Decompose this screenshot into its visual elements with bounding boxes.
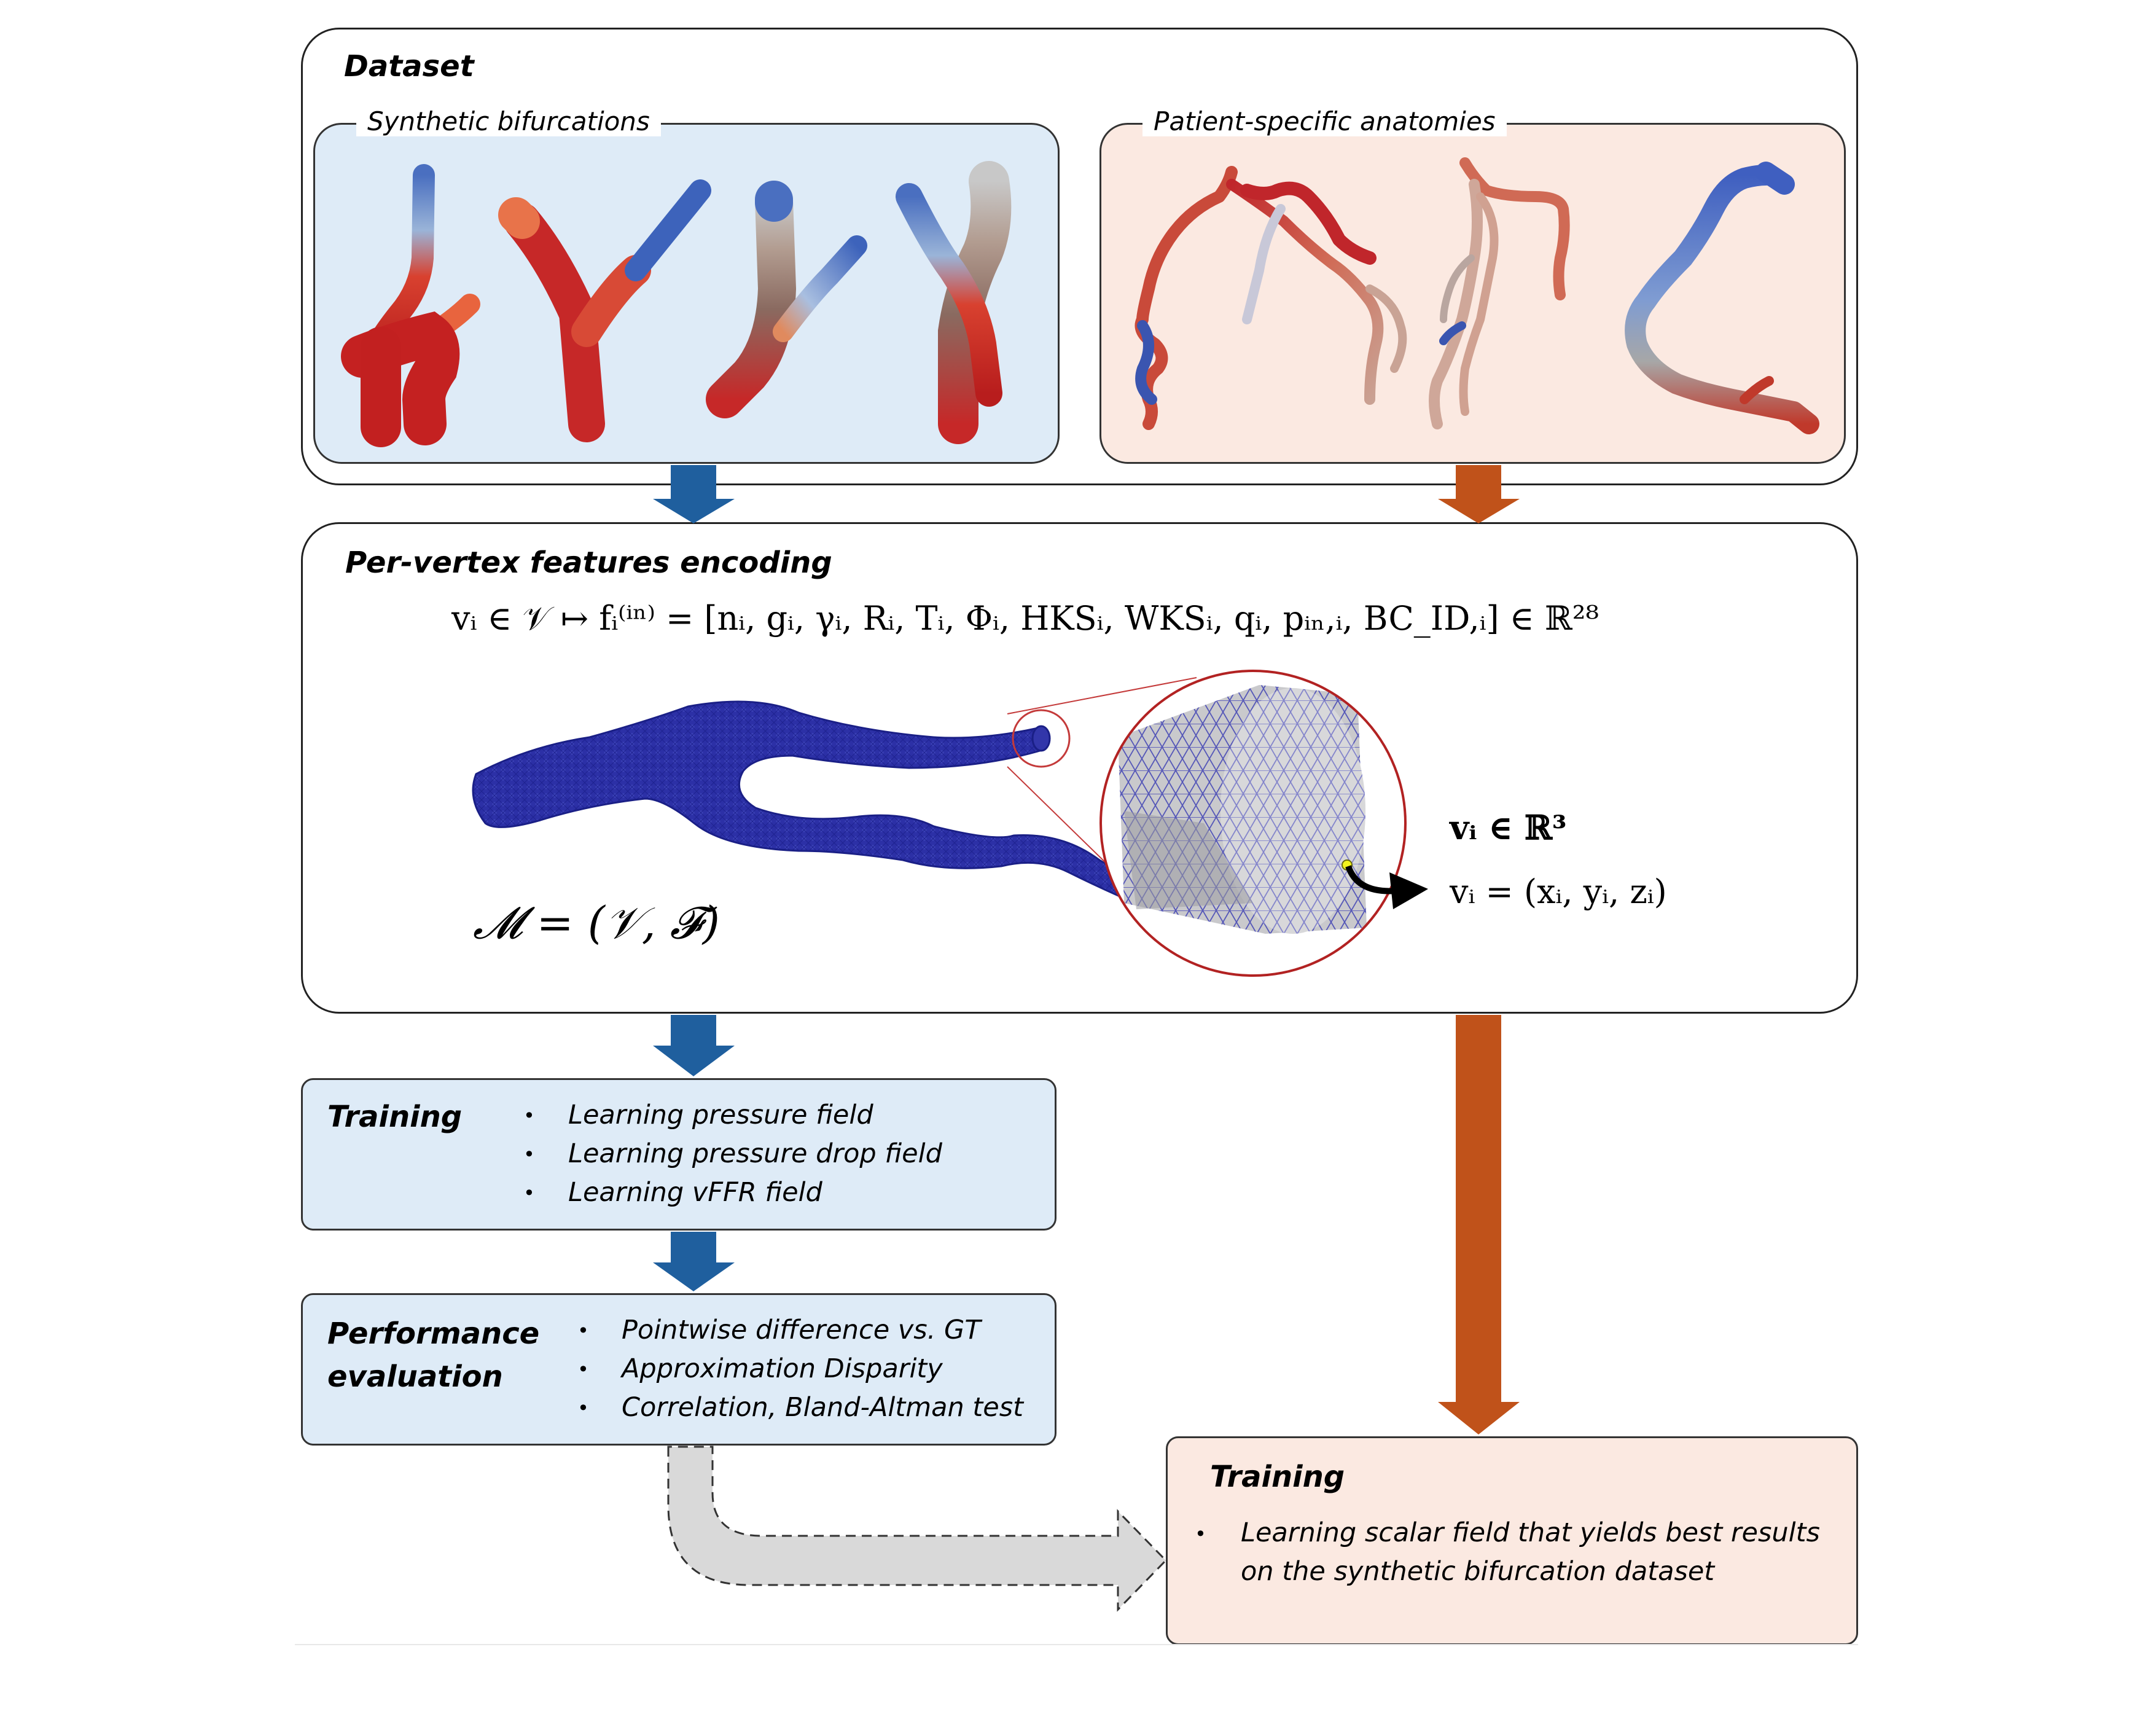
vessel-mesh [472, 700, 1157, 907]
blue-arrow-3 [653, 1232, 735, 1291]
performance-box [301, 1293, 1057, 1446]
performance-bullet-2: • [577, 1358, 589, 1381]
training-left-bullet-2: • [523, 1143, 535, 1166]
training-left-box [301, 1078, 1057, 1231]
performance-title-line1: Performance [327, 1317, 540, 1351]
performance-bullet-3: • [577, 1396, 589, 1420]
training-left-item-2: Learning pressure drop field [568, 1138, 942, 1169]
vertex-pointer-arrow [1345, 865, 1428, 909]
orange-arrow-2 [1438, 1015, 1520, 1434]
patient-anatomy-2 [1429, 157, 1570, 429]
training-left-bullet-3: • [523, 1181, 535, 1205]
transfer-arrow [667, 1446, 1168, 1612]
zoom-source-circle [1012, 709, 1071, 768]
zoom-inset [1099, 670, 1407, 977]
patient-anatomies-label: Patient-specific anatomies [1142, 106, 1507, 136]
synthetic-vessel-2 [498, 179, 711, 442]
training-right-item-1: Learning scalar field that yields best r… [1241, 1517, 1820, 1548]
performance-item-3: Correlation, Bland-Altman test [622, 1392, 1023, 1423]
training-right-title: Training [1210, 1460, 1345, 1494]
training-right-bullet: • [1195, 1522, 1206, 1546]
synthetic-vessel-4 [896, 161, 1012, 444]
dataset-title: Dataset [344, 49, 474, 84]
zoom-line-top [1007, 677, 1197, 714]
performance-bullet-1: • [577, 1319, 589, 1342]
encoding-title: Per-vertex features encoding [345, 546, 832, 580]
performance-item-1: Pointwise difference vs. GT [622, 1315, 981, 1345]
bottom-rule [295, 1644, 1858, 1645]
performance-title-line2: evaluation [327, 1360, 503, 1394]
patient-anatomy-1 [1135, 166, 1407, 430]
training-right-box [1166, 1436, 1858, 1645]
mesh-formula: 𝓜 = (𝒱, 𝓕) [473, 897, 720, 949]
training-left-title: Training [327, 1100, 463, 1134]
vertex-coords-label: vᵢ = (xᵢ, yᵢ, zᵢ) [1450, 872, 1667, 911]
training-left-item-3: Learning vFFR field [568, 1177, 822, 1208]
training-left-bullet-1: • [523, 1104, 535, 1127]
training-left-item-1: Learning pressure field [568, 1100, 873, 1130]
blue-arrow-2 [653, 1015, 735, 1076]
synthetic-vessel-3 [706, 181, 867, 418]
training-right-item-2: on the synthetic bifurcation dataset [1241, 1556, 1715, 1587]
orange-arrow-1 [1438, 465, 1520, 523]
synthetic-vessel-1 [341, 164, 480, 447]
patient-anatomy-3 [1625, 162, 1819, 434]
synthetic-bifurcations-label: Synthetic bifurcations [356, 106, 661, 136]
vertex-space-label: vᵢ ∈ ℝ³ [1450, 808, 1567, 847]
blue-arrow-1 [653, 465, 735, 523]
feature-formula: vᵢ ∈ 𝒱 ↦ fᵢ⁽ⁱⁿ⁾ = [nᵢ, gᵢ, γᵢ, Rᵢ, Tᵢ, Φ… [451, 599, 1599, 638]
performance-item-2: Approximation Disparity [622, 1353, 943, 1384]
